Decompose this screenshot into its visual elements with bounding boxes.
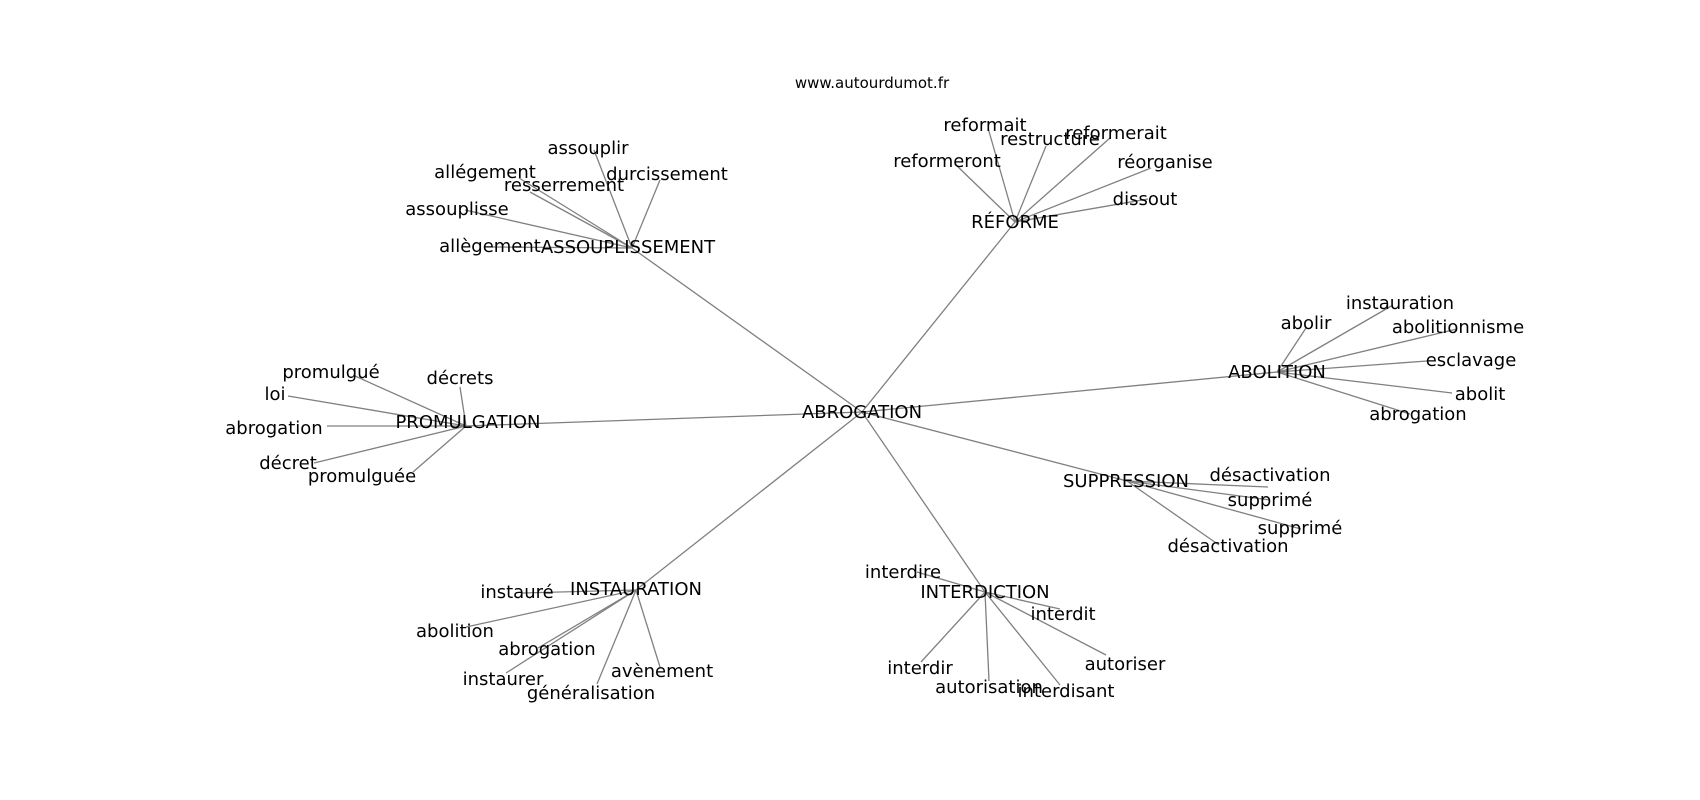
- leaf-node-label[interactable]: autorisation: [935, 677, 1043, 698]
- cluster-edge: [1014, 137, 1111, 223]
- leaf-node-label[interactable]: esclavage: [1426, 350, 1517, 371]
- cluster-edge: [1126, 480, 1269, 488]
- leaf-node-label[interactable]: décret: [259, 453, 317, 474]
- cluster-edge: [354, 375, 467, 427]
- leaf-node-label[interactable]: supprimé: [1228, 490, 1313, 511]
- leaf-node-label[interactable]: promulgué: [282, 362, 379, 383]
- leaf-node-label[interactable]: désactivation: [1167, 536, 1288, 557]
- leaf-node-label[interactable]: allégement: [434, 162, 536, 183]
- cluster-edge: [987, 127, 1016, 223]
- cluster-edge: [593, 149, 633, 249]
- cluster-edge: [529, 191, 633, 249]
- leaf-node-label[interactable]: abrogation: [1369, 404, 1466, 425]
- cluster-edge: [505, 589, 637, 674]
- cluster-edge: [1276, 371, 1453, 394]
- cluster-edge: [1014, 167, 1152, 223]
- cluster-edge: [412, 425, 467, 473]
- leaf-node-label[interactable]: désactivation: [1209, 465, 1330, 486]
- leaf-node-label[interactable]: autoriser: [1085, 654, 1166, 675]
- leaf-node-label[interactable]: abolition: [416, 621, 494, 642]
- cluster-edge: [984, 591, 990, 682]
- leaf-node-label[interactable]: loi: [264, 384, 285, 405]
- cluster-node-label[interactable]: SUPPRESSION: [1063, 471, 1189, 492]
- cluster-edge: [984, 591, 1061, 686]
- center-node-label[interactable]: ABROGATION: [802, 402, 922, 423]
- cluster-edge: [1126, 480, 1302, 530]
- cluster-edge: [313, 425, 467, 464]
- cluster-edge: [1276, 327, 1307, 373]
- cluster-node-label[interactable]: ABOLITION: [1228, 362, 1326, 383]
- leaf-node-label[interactable]: instauration: [1346, 293, 1454, 314]
- graph-labels: ABROGATION assouplir allégement durcisseme…: [225, 115, 1524, 704]
- cluster-node-label[interactable]: INTERDICTION: [920, 582, 1049, 603]
- leaf-node-label[interactable]: resserrement: [504, 175, 624, 196]
- center-edge: [861, 221, 1016, 413]
- cluster-edge: [464, 209, 633, 249]
- cluster-edge: [954, 163, 1016, 223]
- leaf-node-label[interactable]: instaurer: [463, 669, 544, 690]
- leaf-node-label[interactable]: interdisant: [1018, 681, 1115, 702]
- leaf-node-label[interactable]: réorganise: [1117, 152, 1213, 173]
- cluster-edge: [1014, 145, 1047, 223]
- cluster-edge: [1276, 304, 1394, 373]
- center-edge: [465, 411, 863, 427]
- cluster-edge: [465, 589, 637, 628]
- graph-edges: [287, 127, 1458, 686]
- cluster-edge: [916, 571, 986, 593]
- leaf-node-label[interactable]: généralisation: [527, 683, 655, 704]
- cluster-edge: [920, 591, 986, 663]
- cluster-edge: [984, 591, 1107, 656]
- cluster-edge: [287, 395, 467, 427]
- cluster-node-label[interactable]: RÉFORME: [971, 211, 1059, 233]
- leaf-node-label[interactable]: décrets: [427, 368, 494, 389]
- leaf-node-label[interactable]: dissout: [1113, 189, 1178, 210]
- source-credit: www.autourdumot.fr: [795, 74, 950, 92]
- leaf-node-label[interactable]: abrogation: [498, 639, 595, 660]
- leaf-node-label[interactable]: abolir: [1281, 313, 1332, 334]
- leaf-node-label[interactable]: supprimé: [1258, 518, 1343, 539]
- cluster-edge: [459, 386, 467, 427]
- cluster-edge: [1014, 198, 1149, 223]
- cluster-edge: [521, 589, 637, 594]
- cluster-edge: [1126, 480, 1220, 546]
- leaf-node-label[interactable]: interdire: [865, 562, 941, 583]
- leaf-node-label[interactable]: reformerait: [1065, 123, 1167, 144]
- cluster-edge: [635, 589, 661, 668]
- center-edge: [635, 411, 863, 591]
- leaf-node-label[interactable]: assouplisse: [405, 199, 508, 220]
- cluster-node-label[interactable]: ASSOUPLISSEMENT: [541, 237, 716, 258]
- cluster-edge: [984, 591, 1061, 610]
- leaf-node-label[interactable]: interdir: [887, 658, 953, 679]
- leaf-node-label[interactable]: durcissement: [606, 164, 728, 185]
- cluster-edge: [596, 589, 637, 685]
- center-edge: [861, 371, 1278, 413]
- cluster-edge: [518, 177, 633, 249]
- cluster-edge: [631, 179, 661, 249]
- leaf-node-label[interactable]: restructure: [1000, 129, 1100, 150]
- leaf-node-label[interactable]: reformait: [943, 115, 1026, 136]
- cluster-node-label[interactable]: PROMULGATION: [395, 412, 540, 433]
- center-edge: [861, 411, 986, 593]
- leaf-node-label[interactable]: assouplir: [547, 138, 629, 159]
- leaf-node-label[interactable]: reformeront: [893, 151, 1001, 172]
- leaf-node-label[interactable]: abrogation: [225, 418, 322, 439]
- leaf-node-label[interactable]: avènement: [611, 661, 713, 682]
- cluster-edge: [1276, 328, 1458, 373]
- leaf-node-label[interactable]: abolit: [1455, 384, 1506, 405]
- leaf-node-label[interactable]: interdit: [1030, 604, 1095, 625]
- cluster-edge: [1276, 360, 1428, 373]
- center-edge: [631, 247, 863, 413]
- leaf-node-label[interactable]: promulguée: [308, 466, 416, 487]
- cluster-node-label[interactable]: INSTAURATION: [570, 579, 702, 600]
- cluster-edge: [491, 246, 633, 249]
- leaf-node-label[interactable]: allègement: [439, 236, 541, 257]
- center-edge: [861, 411, 1128, 482]
- cluster-edge: [1276, 371, 1411, 415]
- leaf-node-label[interactable]: abolitionnisme: [1392, 317, 1524, 338]
- cluster-edge: [1126, 480, 1271, 501]
- leaf-node-label[interactable]: instauré: [480, 582, 553, 603]
